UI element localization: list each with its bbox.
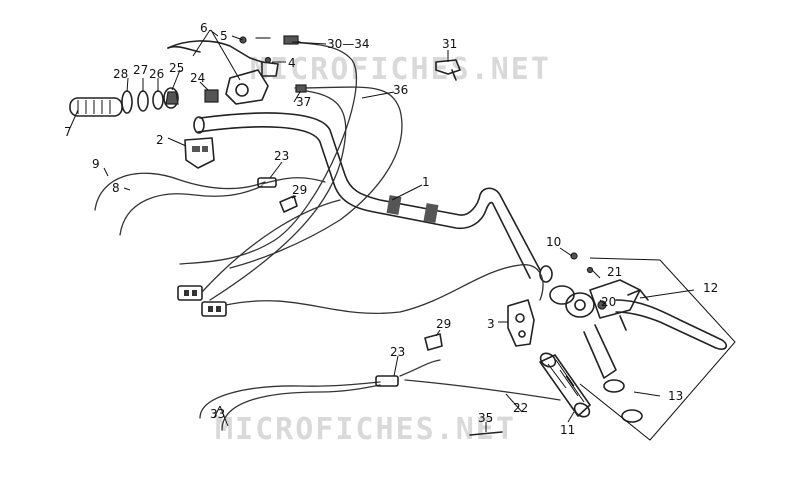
cable-37 [209,89,347,301]
right-switch-housing [507,299,535,347]
callout-7: 7 [64,125,72,139]
callout-23-upper: 23 [274,149,289,163]
callout-2: 2 [156,133,164,147]
left-lever-assembly [167,36,279,105]
left-switch-housing [184,137,215,169]
cable-junction-lower [375,375,399,387]
cable-23-upper [261,177,326,185]
callout-24: 24 [190,71,205,85]
callout-20: 20 [601,295,616,309]
handlebar [193,112,553,283]
callout-12: 12 [703,281,718,295]
part-29-lower [424,333,443,351]
right-switch-wiring [225,264,544,314]
callout-27: 27 [133,63,148,77]
leader-lines [69,29,695,432]
callout-30-34: 30—34 [327,37,370,51]
callout-5: 5 [220,29,228,43]
cable-23-lower [399,359,441,377]
part-29-upper [279,195,298,213]
callout-33: 33 [210,407,225,421]
part-35-pin [469,431,503,436]
callout-36: 36 [393,83,408,97]
cable-junction-23 [257,177,277,188]
callout-21: 21 [607,265,622,279]
watermark-top: MICROFICHES.NET [250,52,551,87]
callout-3: 3 [487,317,495,331]
cable-37-end [295,84,307,93]
callout-10: 10 [546,235,561,249]
cable-36 [229,86,403,269]
cable-8 [119,185,263,236]
callout-8: 8 [112,181,120,195]
callout-13: 13 [668,389,683,403]
callout-9: 9 [92,157,100,171]
callout-29-upper: 29 [292,183,307,197]
callout-26: 26 [149,67,164,81]
clutch-cable [179,41,357,265]
left-switch-wiring [201,199,341,293]
callout-23-lower: 23 [390,345,405,359]
callout-6: 6 [200,21,208,35]
left-switch-parts [121,87,219,114]
cable-33-b [221,384,381,431]
callout-37: 37 [296,95,311,109]
callout-29-lower: 29 [436,317,451,331]
cable-9 [94,172,266,211]
exploded-view-frame [579,257,736,441]
cable-adjuster [283,35,299,45]
callout-25: 25 [169,61,184,75]
left-grip [69,97,123,117]
callout-4: 4 [288,56,296,70]
right-brake-lever-assembly [549,252,728,423]
callout-labels: 6 5 4 30—34 28 27 26 25 24 7 2 37 36 31 … [64,21,718,437]
watermark-bottom: MICROFICHES.NET [215,412,516,447]
right-throttle-grip [539,352,591,418]
cable-22 [404,379,561,401]
connectors [177,285,227,317]
cable-33-a [199,381,381,419]
callout-22: 22 [513,401,528,415]
callout-11: 11 [560,423,575,437]
callout-1: 1 [422,175,430,189]
callout-31: 31 [442,37,457,51]
callout-28: 28 [113,67,128,81]
callout-35: 35 [478,411,493,425]
part-31 [435,59,461,81]
